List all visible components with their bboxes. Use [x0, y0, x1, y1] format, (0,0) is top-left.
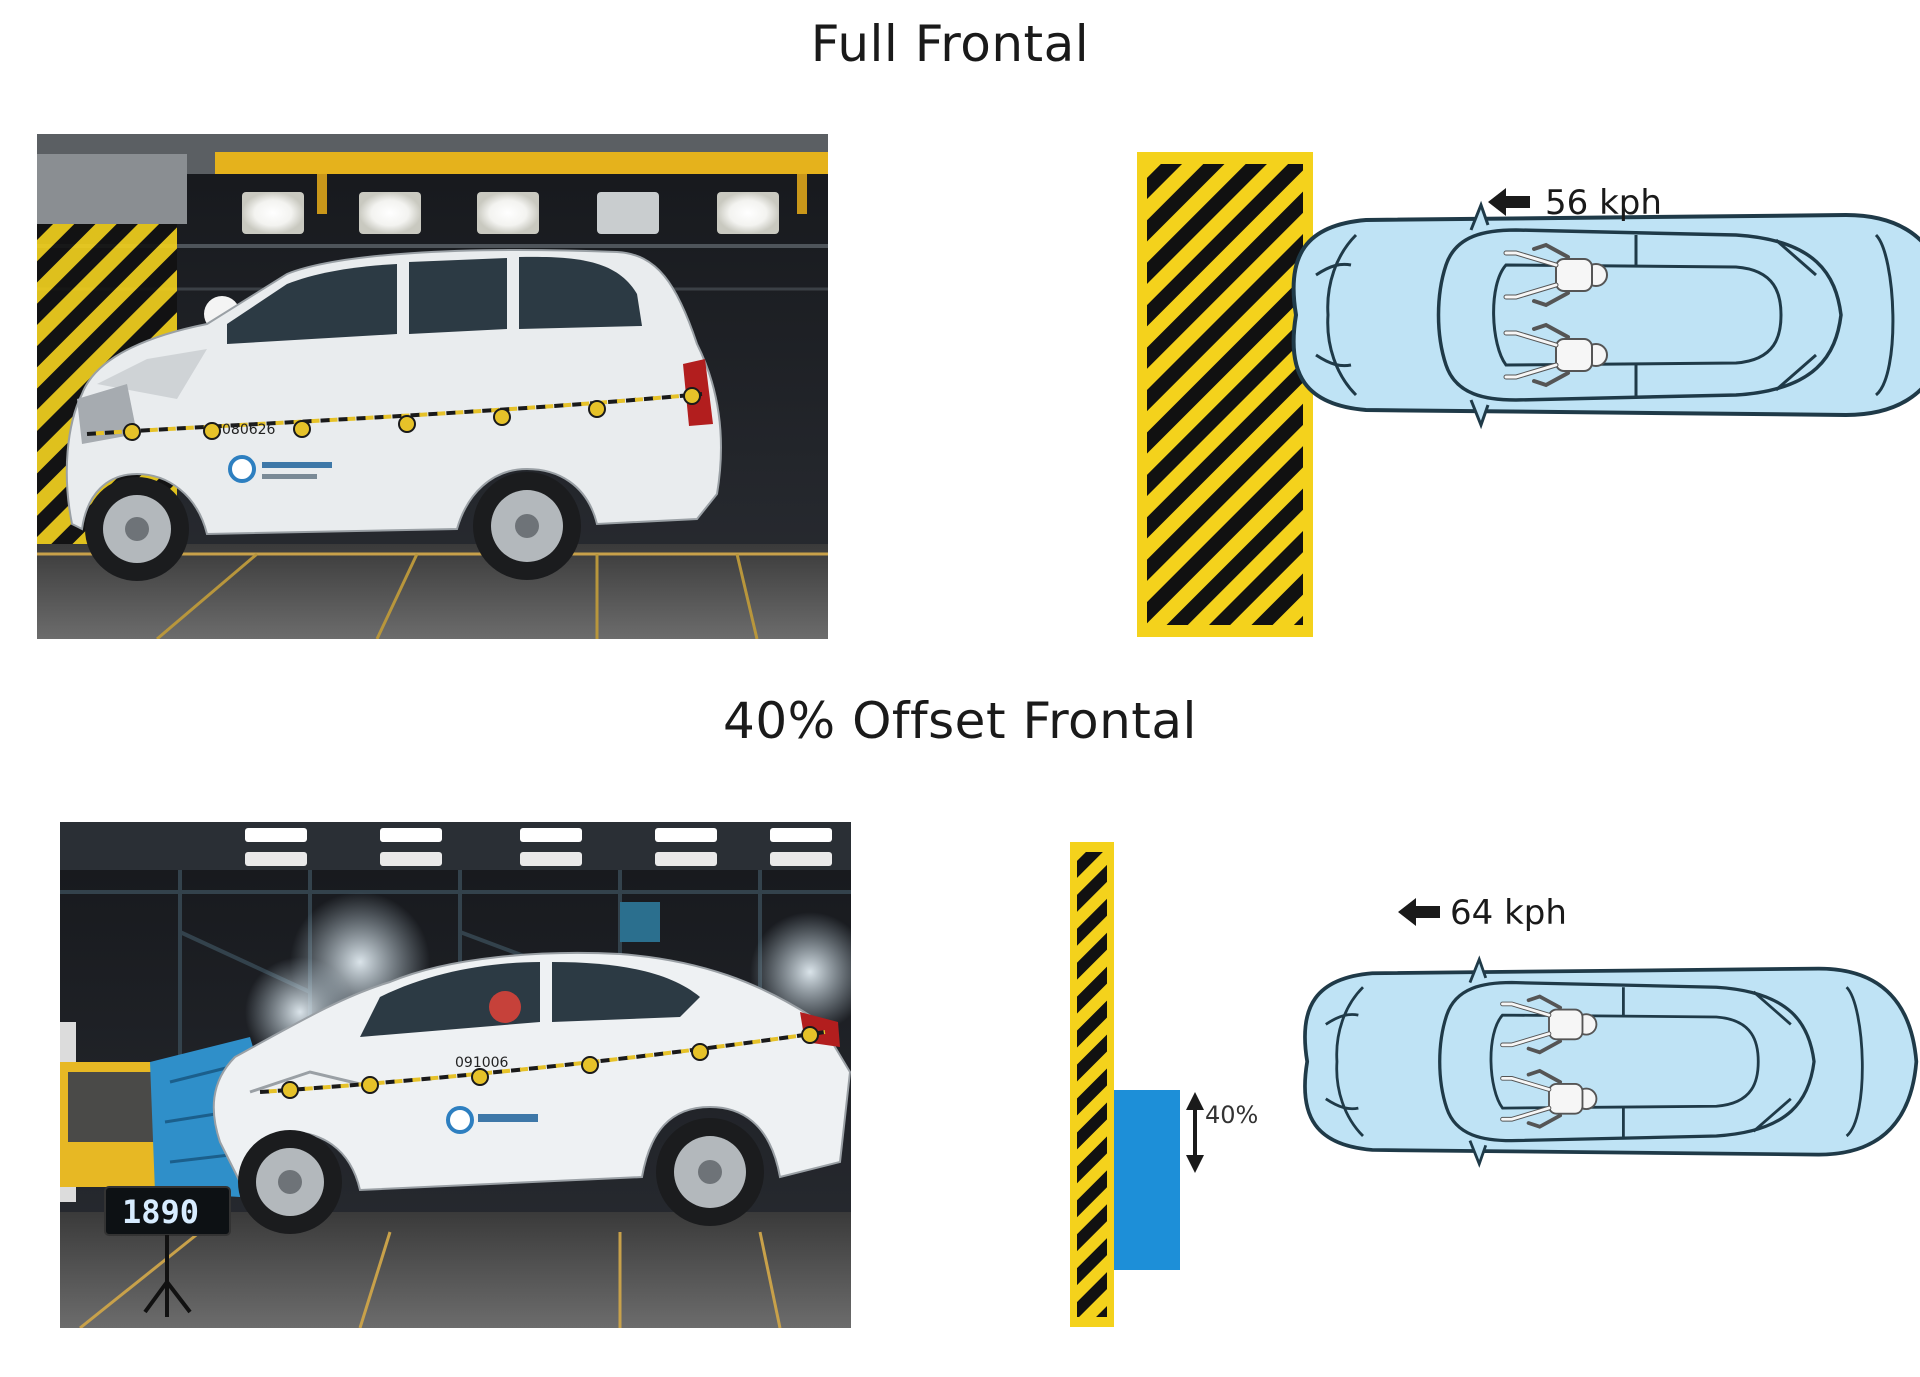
barrier-diagram-full-frontal: 56 kph [1137, 152, 1920, 637]
barrier-diagram-offset-frontal: 40% 64 kph [1070, 842, 1920, 1327]
overlap-percentage-label: 40% [1205, 1101, 1258, 1129]
vehicle-top-view [1294, 205, 1920, 425]
arrow-left-icon [1488, 188, 1530, 216]
deformable-barrier-block [1114, 1090, 1180, 1270]
speed-display-board: 1890 [104, 1186, 231, 1317]
impact-speed-label: 64 kph [1450, 893, 1567, 933]
rigid-barrier [1070, 842, 1114, 1327]
section-title-full-frontal: Full Frontal [810, 15, 1090, 73]
crash-test-photo-offset-frontal: 091006 1890 [60, 822, 851, 1328]
arrow-left-icon [1398, 898, 1440, 926]
crash-test-photo-full-frontal: 080626 [37, 134, 828, 639]
offset-barrier-block [60, 1037, 275, 1197]
vehicle-number-label: 080626 [222, 422, 276, 438]
minivan: 080626 [65, 249, 722, 581]
timer-display-text: 1890 [122, 1193, 199, 1231]
double-arrow-vertical-icon [1186, 1092, 1204, 1173]
overhead-lamps [242, 192, 779, 234]
section-title-offset-frontal: 40% Offset Frontal [723, 692, 1197, 750]
rigid-barrier [1137, 152, 1313, 637]
impact-speed-label: 56 kph [1545, 183, 1662, 223]
vehicle-number-label: 091006 [455, 1055, 509, 1071]
overhead-lamps [245, 828, 832, 866]
vehicle-top-view [1305, 959, 1916, 1164]
coupe: 091006 [212, 951, 851, 1234]
